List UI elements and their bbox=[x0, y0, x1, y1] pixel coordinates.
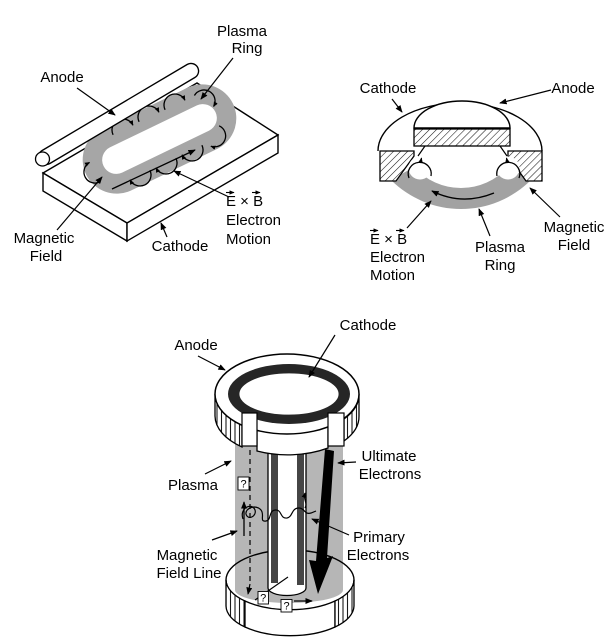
magnetic-field-leader-arrow bbox=[529, 187, 561, 218]
cathode-label: Cathode bbox=[340, 317, 397, 334]
magnetic-field-label: Magnetic bbox=[14, 230, 75, 247]
question-mark: ? bbox=[283, 601, 289, 613]
primary-electrons-label: Electrons bbox=[347, 547, 410, 564]
exb-electron-motion-label: Motion bbox=[226, 231, 271, 248]
field-arc-arrow-left bbox=[418, 157, 423, 164]
plasma-ring-label: Ring bbox=[485, 257, 516, 274]
electron-hop-arc bbox=[210, 125, 227, 150]
question-mark: ? bbox=[260, 593, 266, 605]
cathode-post-shade-right bbox=[297, 430, 304, 585]
magnetic-field-label: Field bbox=[30, 248, 63, 265]
question-box-lower-mid bbox=[280, 599, 293, 613]
exb-leader-arrow bbox=[173, 170, 230, 198]
exb-electron-motion-label: Electron bbox=[226, 212, 281, 229]
flange-notch-right bbox=[327, 412, 345, 447]
ultimate-electrons-label: Ultimate bbox=[361, 448, 416, 465]
plasma-ring-label: Plasma bbox=[217, 23, 268, 40]
exb-electron-motion-label: Electron bbox=[370, 249, 425, 266]
anode-leader-arrow bbox=[499, 89, 552, 105]
magnetic-field-label: Field bbox=[558, 237, 591, 254]
cathode-label: Cathode bbox=[360, 80, 417, 97]
cathode-post-shade-left bbox=[271, 430, 278, 583]
cathode-leader-arrow bbox=[308, 334, 336, 378]
anode-stem-edge-right bbox=[499, 145, 508, 157]
anode-leader-arrow bbox=[76, 87, 116, 116]
field-arc-bump-left bbox=[408, 156, 432, 180]
cathode-leader-arrow bbox=[391, 98, 403, 113]
magnetic-field-leader-arrow bbox=[56, 176, 103, 231]
question-box-lower-left bbox=[257, 591, 269, 605]
plasma-leader-arrow bbox=[204, 460, 232, 475]
magnetic-field-line-label: Magnetic bbox=[157, 547, 218, 564]
primary-electrons-leader-arrow bbox=[311, 518, 350, 536]
plasma-ring-leader-arrow bbox=[478, 208, 491, 237]
bottom-disc-wall-right bbox=[334, 579, 355, 629]
exb-electron-motion-label: Motion bbox=[370, 267, 415, 284]
electron-hop-arc bbox=[129, 169, 152, 187]
anode-label: Anode bbox=[174, 337, 217, 354]
exb-electron-motion-label: E × B bbox=[226, 193, 263, 210]
ultimate-electron-wedge-arrow bbox=[309, 449, 334, 594]
field-arc-arrow-right bbox=[505, 157, 510, 164]
plasma-ring-label: Ring bbox=[232, 40, 263, 57]
exb-drift-arrow bbox=[111, 149, 196, 190]
electron-hop-arc bbox=[193, 89, 218, 108]
cathode-block-left bbox=[379, 150, 415, 182]
electron-hop-arc bbox=[155, 157, 178, 175]
ultimate-electrons-label: Electrons bbox=[359, 466, 422, 483]
field-line-end-arrow bbox=[246, 583, 253, 595]
field-arc-bump-right bbox=[496, 156, 520, 180]
anode-hatched-plate bbox=[413, 128, 511, 147]
question-mark: ? bbox=[240, 479, 246, 491]
plasma-ring-label: Plasma bbox=[475, 239, 526, 256]
planar-magnetron-diagram: Anode Plasma Ring Magnetic Field Cathode… bbox=[14, 23, 281, 265]
primary-electrons-label: Primary bbox=[353, 529, 405, 546]
exb-leader-arrow bbox=[406, 200, 432, 229]
cathode-plate-front-face bbox=[126, 133, 279, 243]
exb-electron-motion-label: E × B bbox=[370, 231, 407, 248]
magnetic-field-line-label: Field Line bbox=[156, 565, 221, 582]
cathode-label: Cathode bbox=[152, 238, 209, 255]
exb-drift-arrow bbox=[431, 190, 495, 200]
cathode-top-face bbox=[238, 372, 340, 416]
question-box-upper bbox=[237, 476, 250, 491]
cylindrical-magnetron-diagram: ? ? ? Anode Cath bbox=[156, 317, 422, 637]
primary-electron-squiggle bbox=[241, 505, 317, 522]
anode-stem-edge-left bbox=[417, 145, 426, 157]
anode-rod bbox=[39, 64, 198, 164]
anode-label: Anode bbox=[40, 69, 83, 86]
magnetic-field-label: Magnetic bbox=[544, 219, 605, 236]
electron-hop-arc bbox=[181, 144, 204, 162]
circular-magnetron-diagram: Cathode Anode E × B Electron Motion Plas… bbox=[360, 80, 605, 284]
plasma-ring-leader-arrow bbox=[200, 57, 234, 100]
ultimate-electrons-leader-arrow bbox=[337, 459, 357, 466]
anode-rod-end-cap bbox=[34, 151, 51, 167]
electron-hop-arc bbox=[163, 93, 186, 111]
plasma-label: Plasma bbox=[168, 477, 219, 494]
primary-electron-tail-arrow bbox=[301, 492, 307, 509]
cathode-leader-arrow bbox=[160, 222, 168, 238]
anode-leader-arrow bbox=[197, 355, 226, 371]
anode-label: Anode bbox=[551, 80, 594, 97]
magnetic-field-line-leader-arrow bbox=[211, 530, 238, 541]
flange-notch-left bbox=[241, 412, 258, 447]
electron-hop-arcs bbox=[83, 89, 227, 187]
anode-dome bbox=[413, 100, 511, 129]
